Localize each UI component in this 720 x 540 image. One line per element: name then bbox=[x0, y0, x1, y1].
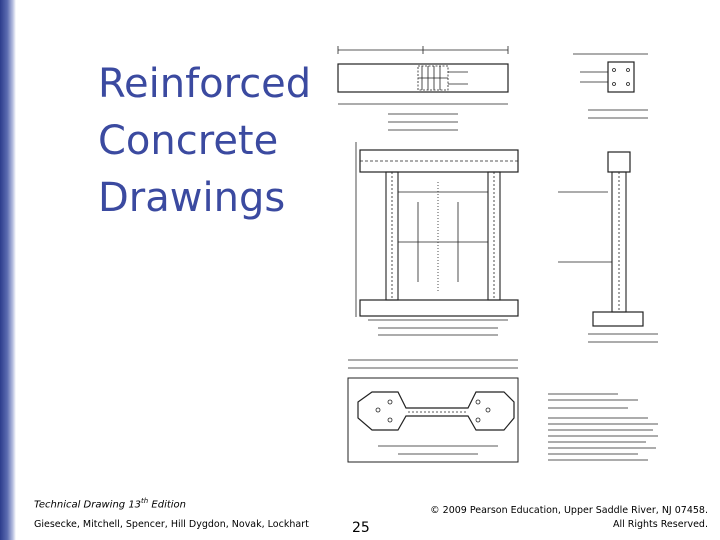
slide-number: 25 bbox=[352, 520, 370, 536]
copyright-line-2: All Rights Reserved. bbox=[612, 519, 708, 530]
footer-authors: Giesecke, Mitchell, Spencer, Hill Dygdon… bbox=[34, 519, 309, 530]
footer-left: Technical Drawing 13th Edition Giesecke,… bbox=[34, 497, 309, 530]
left-gradient-bar bbox=[0, 0, 16, 540]
footer-copyright: © 2009 Pearson Education, Upper Saddle R… bbox=[430, 504, 708, 532]
title-line-3: Drawings bbox=[98, 175, 286, 221]
copyright-line-1: © 2009 Pearson Education, Upper Saddle R… bbox=[430, 505, 708, 516]
edition-sup: th bbox=[141, 496, 149, 505]
title-line-2: Concrete bbox=[98, 118, 279, 164]
slide-title: Reinforced Concrete Drawings bbox=[98, 56, 328, 227]
edition-suffix: Edition bbox=[148, 499, 187, 510]
title-line-1: Reinforced bbox=[98, 61, 312, 107]
edition-text: Technical Drawing 13 bbox=[34, 499, 142, 510]
footer-edition: Technical Drawing 13th Edition bbox=[34, 497, 309, 510]
reinforced-concrete-drawing bbox=[337, 46, 658, 463]
